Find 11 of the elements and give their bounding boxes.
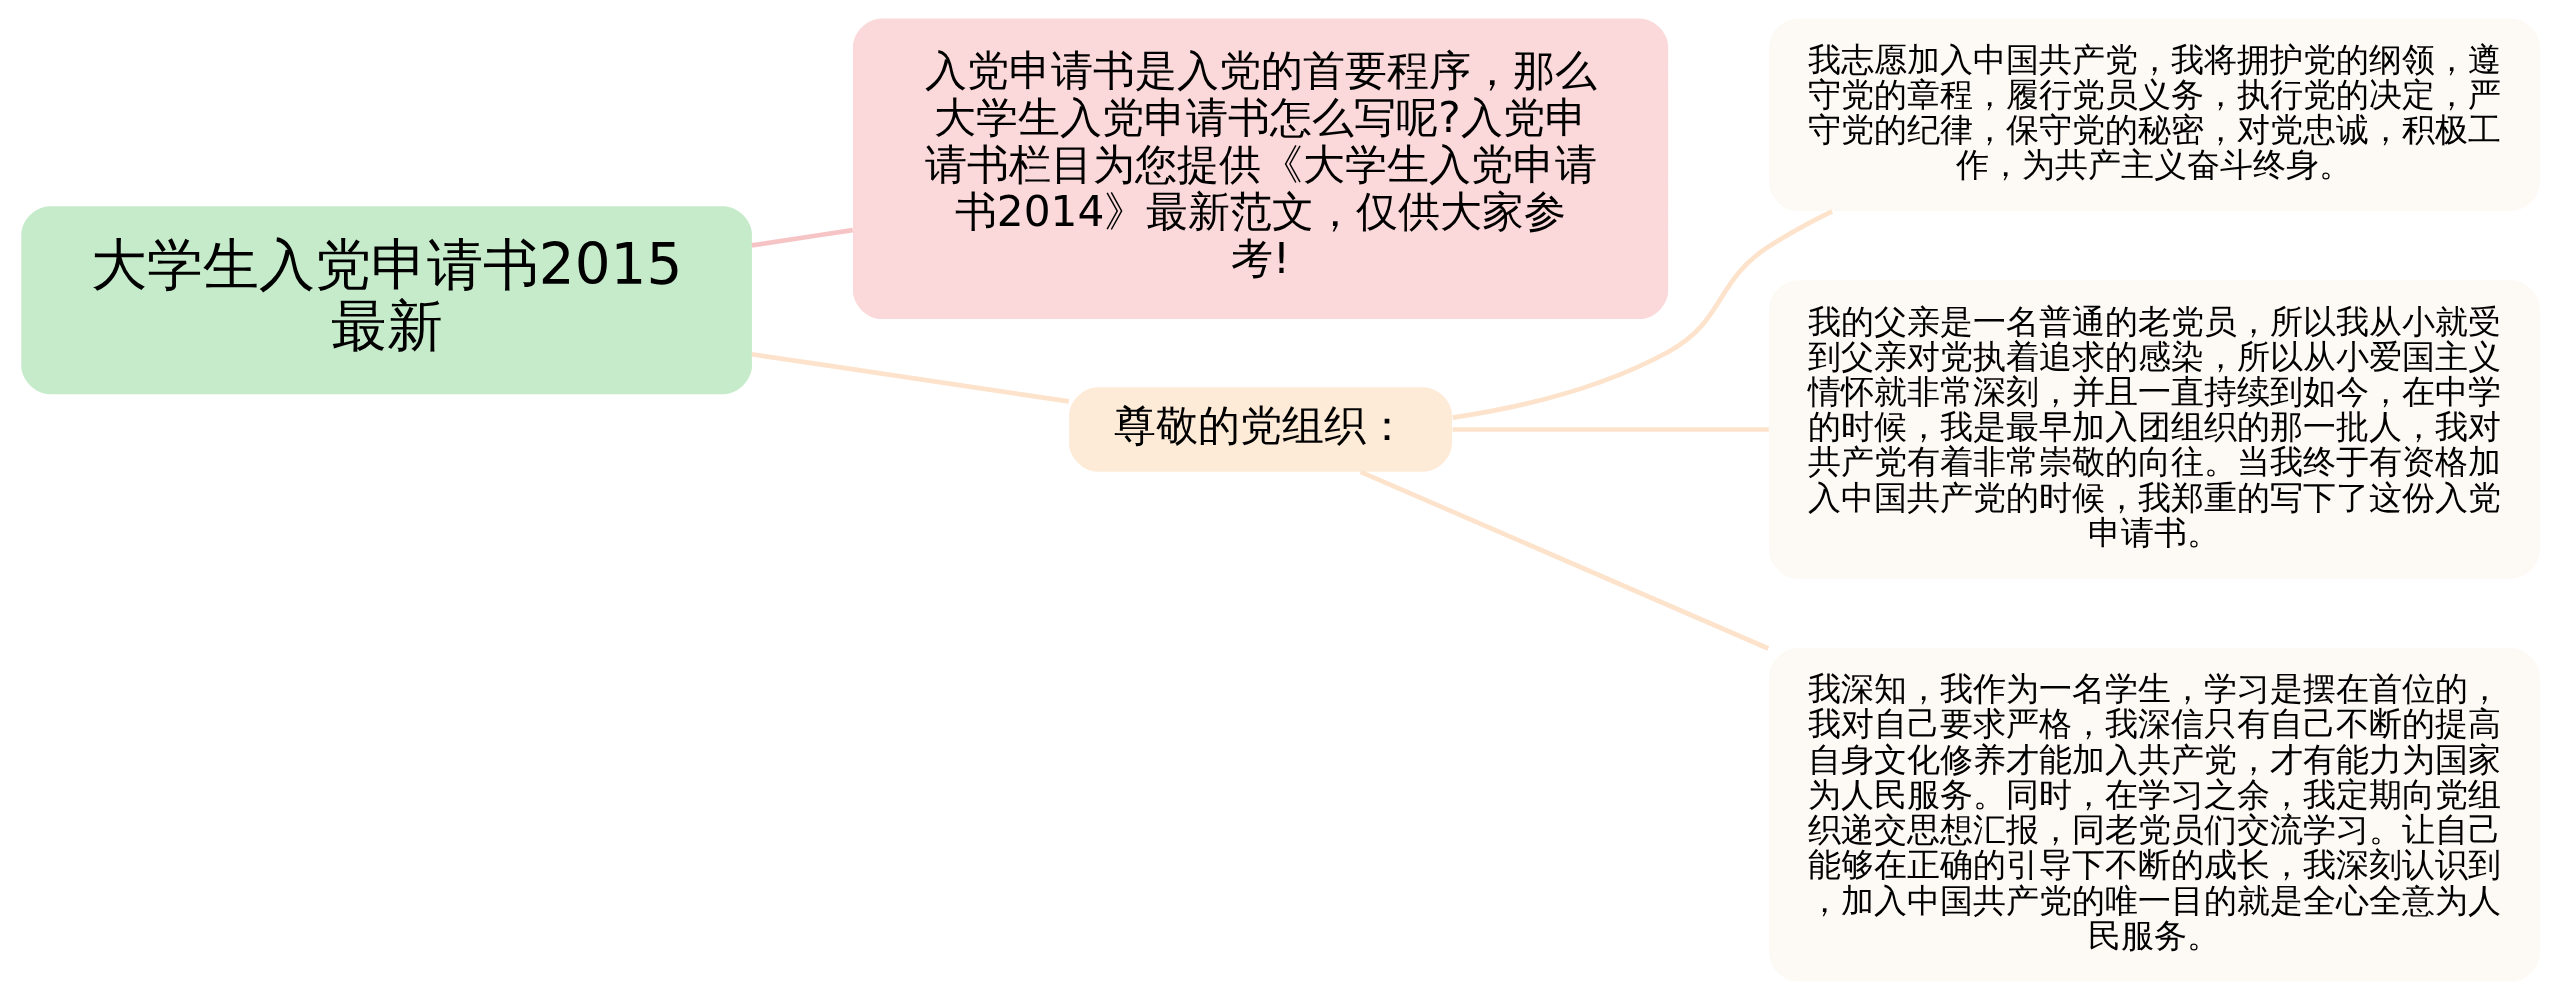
node-box: 我志愿加入中国共产党，我将拥护党的纲领，遵守党的章程，履行党员义务，执行党的决定，严守党的纪律，保守党的秘密，对党忠诚，积极工作，为共产主义奋斗终身。 [1768, 17, 2540, 211]
connector [751, 227, 853, 248]
connector [751, 351, 1069, 404]
node-box: 我的父亲是一名普通的老党员，所以我从小就受到父亲对党执着追求的感染，所以从小爱国主义情怀就非常深刻，并且一直持续到如今，在中学的时候，我是最早加入团组织的那一批人，我对共产党有着非常崇敬的向往。当我终于有资格加入中国共产党的时候，我郑重的写下了这份入党申请书。 [1768, 279, 2540, 579]
connector [1452, 426, 1769, 432]
connector [1359, 469, 1769, 651]
connector [1451, 208, 1833, 420]
node-box: 大学生入党申请书2015最新 [20, 205, 752, 394]
node-box: 我深知，我作为一名学生，学习是摆在首位的，我对自己要求严格，我深信只有自己不断的提高自身文化修养才能加入共产党，才有能力为国家为人民服务。同时，在学习之余，我定期向党组织递交思想汇报，同老党员们交流学习。让自己能够在正确的引导下不断的成长，我深刻认识到，加入中国共产党的唯一目的就是全心全意为人民服务。 [1768, 647, 2540, 982]
node-box: 入党申请书是入党的首要程序，那么大学生入党申请书怎么写呢?入党申请书栏目为您提供《大学生入党申请书2014》最新范文，仅供大家参考! [852, 17, 1668, 319]
node-box: 尊敬的党组织： [1068, 386, 1452, 472]
